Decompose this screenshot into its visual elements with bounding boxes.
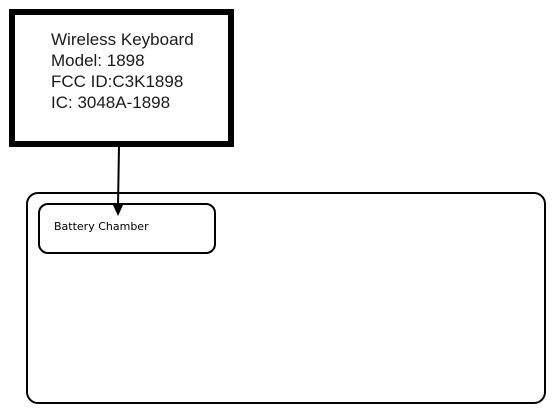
ic-number: IC: 3048A-1898 bbox=[51, 93, 171, 112]
product-label-text: Wireless Keyboard Model: 1898 FCC ID:C3K… bbox=[51, 29, 194, 113]
battery-chamber-box: Battery Chamber bbox=[38, 203, 216, 254]
product-name: Wireless Keyboard bbox=[51, 30, 194, 49]
keyboard-case-outline bbox=[26, 192, 546, 404]
fcc-id: FCC ID:C3K1898 bbox=[51, 72, 184, 91]
product-label-box: Wireless Keyboard Model: 1898 FCC ID:C3K… bbox=[9, 9, 234, 147]
model-number: Model: 1898 bbox=[51, 51, 145, 70]
battery-chamber-label: Battery Chamber bbox=[54, 220, 149, 233]
